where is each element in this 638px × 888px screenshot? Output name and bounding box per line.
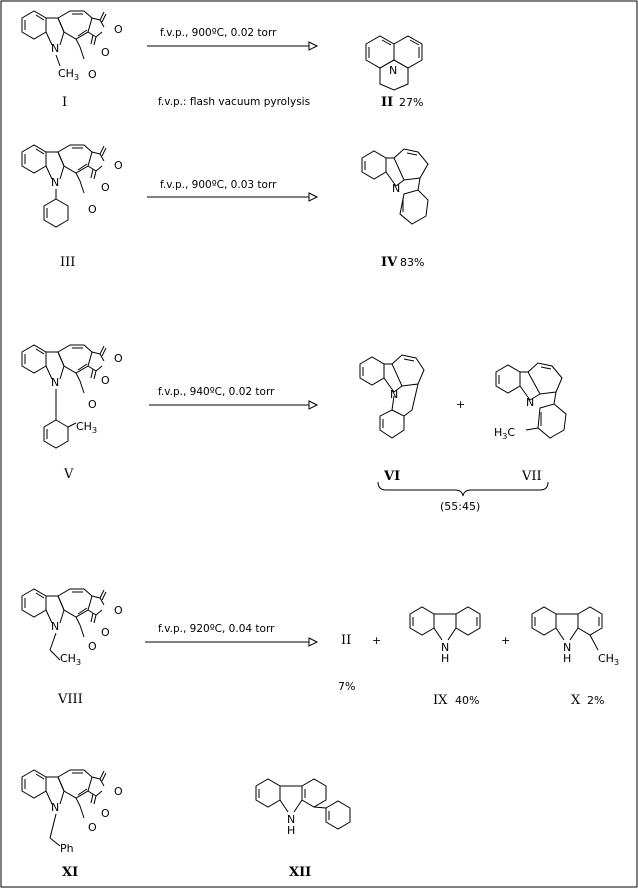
- atom-N: N: [51, 42, 59, 55]
- compound-V: [21, 344, 107, 394]
- atom-O: O: [88, 68, 97, 81]
- label-XI: XI: [62, 865, 78, 880]
- atom-O: O: [114, 604, 123, 617]
- compound-IV: [361, 148, 429, 225]
- atom-O: O: [114, 785, 123, 798]
- phenyl-ring: [43, 198, 69, 228]
- atom-N: N: [287, 813, 295, 826]
- label-XII: XII: [289, 865, 311, 880]
- compound-II: [365, 35, 423, 91]
- label-IX: IX: [433, 693, 448, 708]
- compound-IX: [409, 606, 481, 641]
- atom-O: O: [114, 352, 123, 365]
- methyl-label: CH3: [58, 67, 79, 82]
- methyl-label: CH3: [76, 420, 97, 435]
- atom-N: N: [389, 64, 397, 77]
- atom-H: H: [287, 824, 295, 837]
- atom-O: O: [101, 181, 110, 194]
- conditions-4: f.v.p., 920ºC, 0.04 torr: [158, 623, 275, 635]
- methyl-label: H3C: [494, 426, 515, 441]
- compound-VI: [359, 354, 425, 439]
- atom-H: H: [441, 652, 449, 665]
- atom-O: O: [88, 398, 97, 411]
- yield-II: 27%: [399, 96, 423, 109]
- label-II-product: II: [341, 633, 351, 648]
- compound-VII: [495, 362, 567, 439]
- yield-X: 2%: [587, 694, 604, 707]
- ratio-brace: [377, 481, 549, 497]
- atom-N: N: [51, 176, 59, 189]
- label-IV: IV: [381, 255, 398, 270]
- atom-O: O: [114, 23, 123, 36]
- plus-sign: +: [501, 634, 510, 647]
- label-VIII: VIII: [57, 692, 83, 707]
- plus-sign: +: [456, 398, 465, 411]
- yield-IX: 40%: [455, 694, 479, 707]
- label-VI: VI: [383, 469, 400, 484]
- label-X: X: [571, 693, 581, 708]
- conditions-2: f.v.p., 900ºC, 0.03 torr: [160, 179, 277, 191]
- plus-sign: +: [372, 634, 381, 647]
- compound-I: [21, 10, 107, 60]
- label-II: II: [381, 95, 393, 110]
- label-VII: VII: [521, 469, 542, 484]
- label-I: I: [62, 95, 67, 110]
- atom-H: H: [563, 652, 571, 665]
- arrow-head: [308, 637, 319, 647]
- arrow-head: [308, 41, 319, 51]
- compound-XI: [21, 769, 107, 819]
- compound-VIII: [21, 588, 107, 638]
- compound-X: [531, 606, 603, 651]
- label-III: III: [60, 255, 75, 270]
- atom-N: N: [441, 641, 449, 654]
- atom-O: O: [114, 159, 123, 172]
- atom-O: O: [88, 640, 97, 653]
- atom-N: N: [563, 641, 571, 654]
- arrow-head: [308, 192, 319, 202]
- ratio-text: (55:45): [440, 500, 480, 513]
- methyl-label: CH3: [598, 652, 619, 667]
- atom-O: O: [101, 46, 110, 59]
- atom-O: O: [88, 821, 97, 834]
- atom-N: N: [390, 388, 398, 401]
- fvp-note: f.v.p.: flash vacuum pyrolysis: [158, 96, 310, 108]
- methyl-label: CH3: [60, 652, 81, 667]
- arrow-head: [308, 400, 319, 410]
- label-V: V: [63, 467, 74, 482]
- atom-N: N: [51, 620, 59, 633]
- atom-N: N: [51, 376, 59, 389]
- conditions-1: f.v.p., 900ºC, 0.02 torr: [160, 27, 277, 39]
- compound-III: [21, 144, 107, 194]
- compound-XII: [255, 778, 351, 830]
- atom-N: N: [51, 801, 59, 814]
- tolyl-ring: [43, 419, 69, 449]
- atom-O: O: [88, 203, 97, 216]
- yield-IV: 83%: [400, 256, 424, 269]
- yield-II-product: 7%: [338, 680, 355, 693]
- atom-N: N: [392, 182, 400, 195]
- atom-N: N: [526, 396, 534, 409]
- conditions-3: f.v.p., 940ºC, 0.02 torr: [158, 386, 275, 398]
- atom-O: O: [101, 374, 110, 387]
- atom-O: O: [101, 807, 110, 820]
- phenyl-label: Ph: [60, 842, 74, 855]
- atom-O: O: [101, 626, 110, 639]
